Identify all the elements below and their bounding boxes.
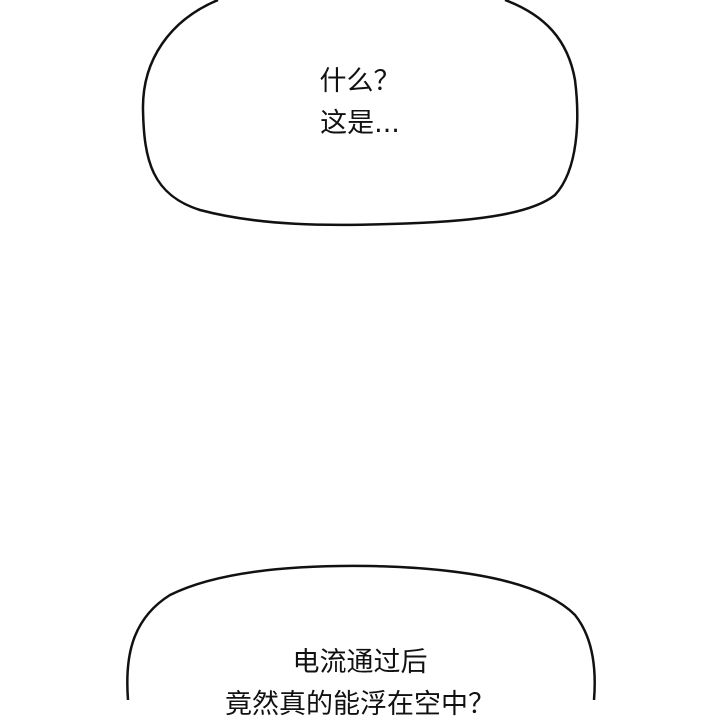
bubble-line: 这是... [320, 108, 400, 139]
speech-bubble-top-text: 什么？ 这是... [300, 61, 420, 145]
speech-bubble-bottom [126, 564, 596, 700]
speech-bubble-bottom-text: 电流通过后 竟然真的能浮在空中？ [160, 642, 560, 726]
bubble-line: 竟然真的能浮在空中？ [225, 689, 495, 720]
speech-bubbles-layer [126, 0, 596, 700]
speech-bubble-top [141, 0, 579, 227]
bubble-line: 什么？ [319, 66, 401, 97]
bubble-line: 电流通过后 [292, 647, 428, 678]
